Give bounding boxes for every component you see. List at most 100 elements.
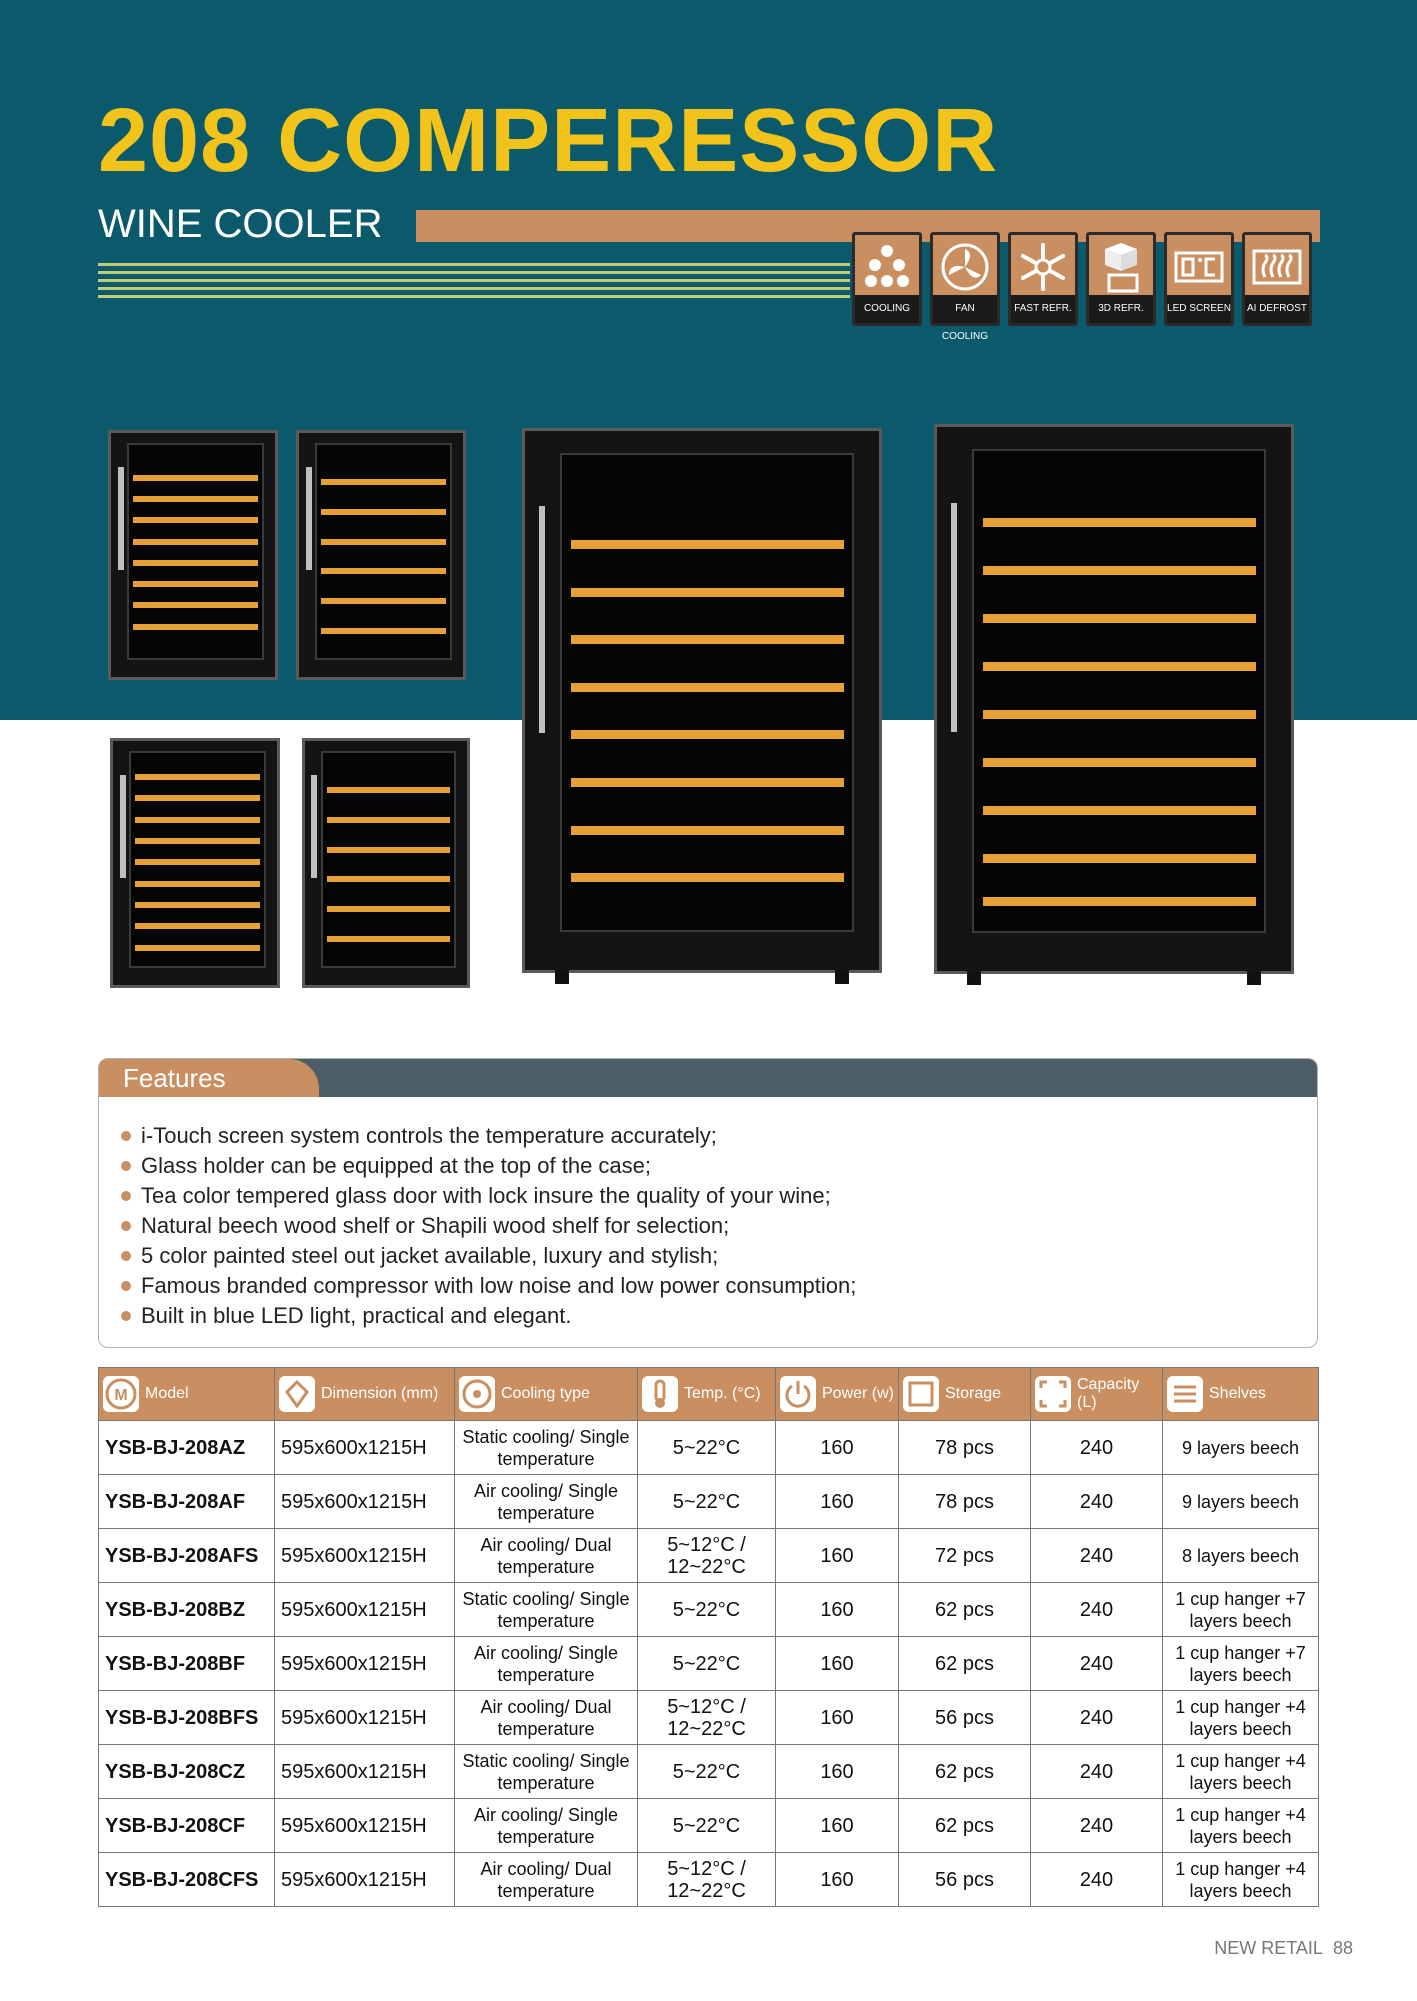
col-header-temp: Temp. (°C) [637, 1367, 776, 1421]
features-heading: Features [99, 1059, 319, 1097]
fan-icon [941, 243, 989, 291]
feature-tile-label: AI DEFROST [1245, 295, 1309, 323]
table-cell: 595x600x1215H [274, 1636, 455, 1691]
feature-tile-3d: 3D REFR. [1086, 232, 1156, 326]
table-cell: Static cooling/ Single temperature [454, 1744, 638, 1799]
table-cell: Air cooling/ Single temperature [454, 1798, 638, 1853]
feature-item: Glass holder can be equipped at the top … [121, 1151, 856, 1181]
table-cell: YSB-BJ-208AZ [98, 1420, 275, 1475]
table-cell: YSB-BJ-208CZ [98, 1744, 275, 1799]
page-footer: NEW RETAIL 88 [1214, 1938, 1353, 1959]
power-icon [780, 1376, 816, 1412]
table-cell: 160 [775, 1420, 899, 1475]
table-cell: 160 [775, 1528, 899, 1583]
table-cell: Air cooling/ Dual temperature [454, 1528, 638, 1583]
table-cell: 1 cup hanger +4 layers beech [1162, 1744, 1319, 1799]
feature-item: Famous branded compressor with low noise… [121, 1271, 856, 1301]
feature-tile-fan: FAN COOLING [930, 232, 1000, 342]
col-header-dimension: Dimension (mm) [274, 1367, 455, 1421]
capacity-icon [1035, 1376, 1071, 1412]
table-cell: 5~22°C [637, 1474, 776, 1529]
table-cell: 240 [1030, 1744, 1163, 1799]
table-cell: 1 cup hanger +4 layers beech [1162, 1798, 1319, 1853]
product-image-large-1 [522, 428, 882, 984]
col-header-capacity: Capacity (L) [1030, 1367, 1163, 1421]
table-cell: 8 layers beech [1162, 1528, 1319, 1583]
table-cell: 160 [775, 1852, 899, 1907]
footer-brand: NEW RETAIL [1214, 1938, 1323, 1958]
table-cell: 595x600x1215H [274, 1474, 455, 1529]
feature-tile-label: COOLING [855, 295, 919, 323]
table-cell: 5~12°C / 12~22°C [637, 1852, 776, 1907]
table-cell: YSB-BJ-208BZ [98, 1582, 275, 1637]
table-cell: 62 pcs [898, 1744, 1031, 1799]
feature-item: i-Touch screen system controls the tempe… [121, 1121, 856, 1151]
col-header-cooling-type: Cooling type [454, 1367, 638, 1421]
table-cell: 78 pcs [898, 1420, 1031, 1475]
col-header-storage: Storage [898, 1367, 1031, 1421]
table-cell: 56 pcs [898, 1690, 1031, 1745]
table-cell: 62 pcs [898, 1798, 1031, 1853]
table-cell: 9 layers beech [1162, 1474, 1319, 1529]
feature-tile-fast: FAST REFR. [1008, 232, 1078, 326]
table-cell: 1 cup hanger +7 layers beech [1162, 1636, 1319, 1691]
feature-tile-defrost: AI DEFROST [1242, 232, 1312, 326]
table-cell: 160 [775, 1798, 899, 1853]
table-cell: 160 [775, 1744, 899, 1799]
feature-tile-label: FAN COOLING [933, 295, 997, 342]
table-cell: 595x600x1215H [274, 1420, 455, 1475]
product-image-small-3 [110, 738, 280, 988]
table-cell: 5~12°C / 12~22°C [637, 1690, 776, 1745]
feature-tile-label: 3D REFR. [1089, 295, 1153, 323]
table-cell: 5~22°C [637, 1636, 776, 1691]
table-cell: Air cooling/ Single temperature [454, 1474, 638, 1529]
feature-item: 5 color painted steel out jacket availab… [121, 1241, 856, 1271]
table-cell: 56 pcs [898, 1852, 1031, 1907]
table-cell: 5~22°C [637, 1744, 776, 1799]
table-cell: 595x600x1215H [274, 1852, 455, 1907]
col-header-shelves: Shelves [1162, 1367, 1319, 1421]
product-image-large-2 [934, 424, 1294, 985]
table-cell: 1 cup hanger +7 layers beech [1162, 1582, 1319, 1637]
storage-icon [903, 1376, 939, 1412]
table-cell: 5~12°C / 12~22°C [637, 1528, 776, 1583]
fast-snowflake-icon [1021, 243, 1065, 291]
thermometer-icon [642, 1376, 678, 1412]
defrost-icon [1252, 249, 1302, 285]
cube-3d-icon [1105, 243, 1139, 293]
table-cell: 240 [1030, 1474, 1163, 1529]
table-cell: Air cooling/ Single temperature [454, 1636, 638, 1691]
dimension-icon [279, 1376, 315, 1412]
table-cell: Static cooling/ Single temperature [454, 1420, 638, 1475]
feature-item: Tea color tempered glass door with lock … [121, 1181, 856, 1211]
table-cell: 240 [1030, 1528, 1163, 1583]
col-header-power: Power (w) [775, 1367, 899, 1421]
table-cell: 595x600x1215H [274, 1582, 455, 1637]
table-cell: 62 pcs [898, 1636, 1031, 1691]
table-cell: 240 [1030, 1852, 1163, 1907]
features-list: i-Touch screen system controls the tempe… [121, 1121, 856, 1331]
table-cell: 9 layers beech [1162, 1420, 1319, 1475]
table-cell: 160 [775, 1690, 899, 1745]
table-cell: YSB-BJ-208BFS [98, 1690, 275, 1745]
table-cell: 240 [1030, 1420, 1163, 1475]
model-icon: M [103, 1376, 139, 1412]
table-cell: 160 [775, 1636, 899, 1691]
table-cell: 240 [1030, 1582, 1163, 1637]
table-cell: 595x600x1215H [274, 1690, 455, 1745]
product-image-small-4 [302, 738, 470, 988]
table-cell: Air cooling/ Dual temperature [454, 1852, 638, 1907]
table-cell: YSB-BJ-208CFS [98, 1852, 275, 1907]
table-cell: 240 [1030, 1798, 1163, 1853]
table-cell: YSB-BJ-208AF [98, 1474, 275, 1529]
